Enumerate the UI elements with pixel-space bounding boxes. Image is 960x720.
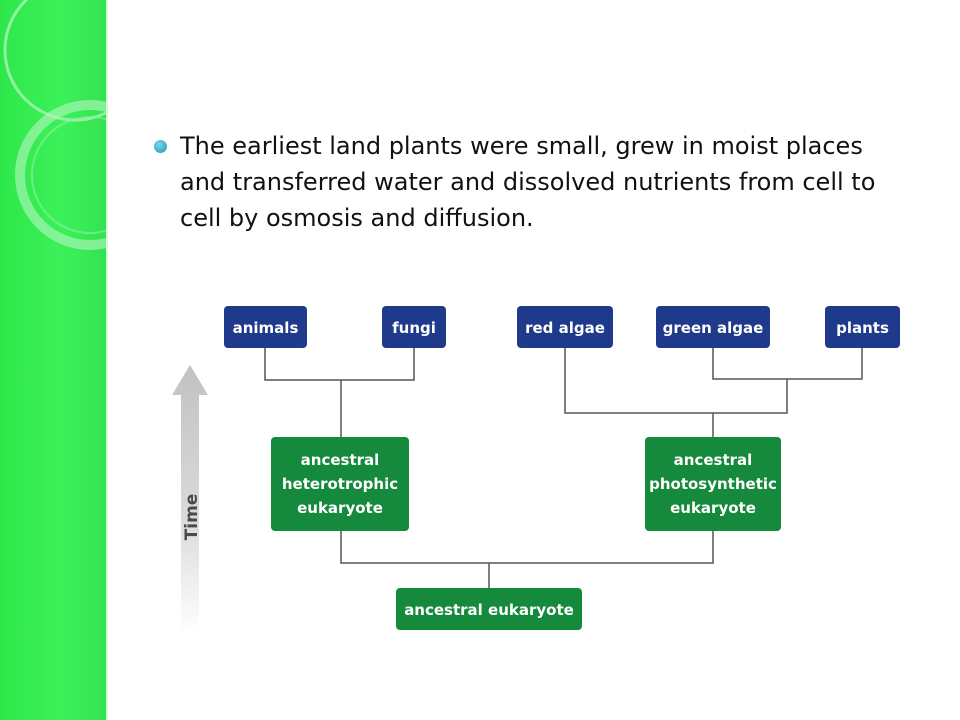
decorative-sidebar — [0, 0, 106, 720]
heterotrophic-line-3: eukaryote — [297, 499, 383, 517]
node-green-algae: green algae — [656, 306, 770, 348]
time-arrow — [172, 365, 208, 635]
node-red-algae: red algae — [517, 306, 613, 348]
node-animals-label: animals — [233, 319, 299, 337]
photosynthetic-line-2: photosynthetic — [649, 475, 777, 493]
node-ancestral-eukaryote: ancestral eukaryote — [396, 588, 582, 630]
heterotrophic-line-1: ancestral — [301, 451, 380, 469]
sidebar-divider — [106, 0, 108, 720]
bullet-text: The earliest land plants were small, gre… — [180, 132, 876, 232]
node-red-algae-label: red algae — [525, 319, 605, 337]
node-animals: animals — [224, 306, 307, 348]
node-green-algae-label: green algae — [663, 319, 764, 337]
node-fungi: fungi — [382, 306, 446, 348]
heterotrophic-line-2: heterotrophic — [282, 475, 398, 493]
node-plants-label: plants — [836, 319, 889, 337]
node-plants: plants — [825, 306, 900, 348]
time-label: Time — [182, 494, 202, 541]
photosynthetic-line-3: eukaryote — [670, 499, 756, 517]
bullet-dot-icon — [154, 140, 167, 153]
eukaryote-evolution-diagram: Time animals fungi red algae green algae… — [172, 306, 900, 635]
sidebar-circles-decoration — [3, 0, 106, 250]
node-ancestral-eukaryote-label: ancestral eukaryote — [404, 601, 574, 619]
photosynthetic-line-1: ancestral — [674, 451, 753, 469]
tree-connectors — [264, 348, 863, 588]
node-ancestral-photosynthetic-eukaryote: ancestral photosynthetic eukaryote — [645, 437, 781, 531]
node-fungi-label: fungi — [392, 319, 436, 337]
node-ancestral-heterotrophic-eukaryote: ancestral heterotrophic eukaryote — [271, 437, 409, 531]
